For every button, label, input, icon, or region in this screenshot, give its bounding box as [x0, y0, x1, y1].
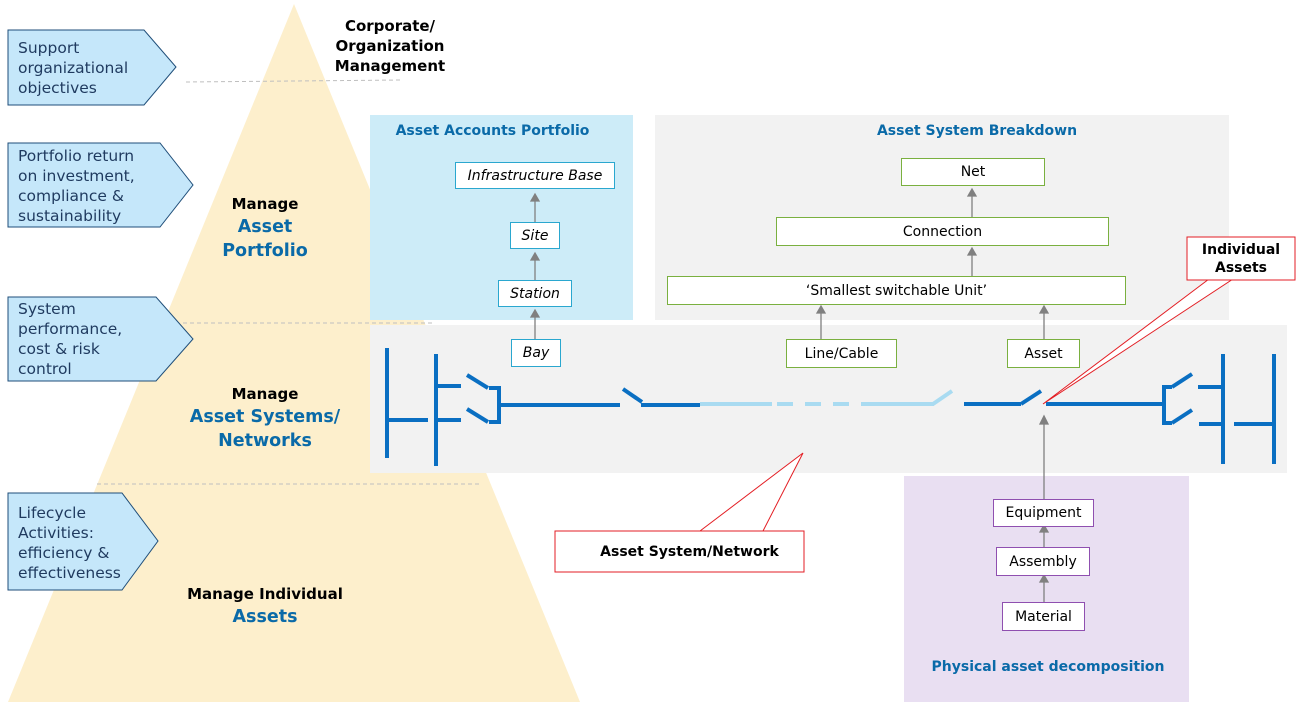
objective-arrow-shape — [7, 296, 194, 382]
objective-line: Activities: — [18, 524, 94, 542]
callout-line: Individual — [1201, 242, 1281, 258]
level-highlight: Networks — [218, 431, 312, 451]
callout-box-individual-assets — [1186, 236, 1296, 281]
node-smallest-switchable-unit[interactable]: ‘Smallest switchable Unit’ — [667, 276, 1126, 305]
open-switch — [931, 389, 954, 406]
node-material[interactable]: Material — [1002, 602, 1085, 631]
level-divider — [185, 79, 403, 83]
level-prefix: Manage Individual — [187, 585, 343, 603]
node-equipment[interactable]: Equipment — [993, 499, 1094, 527]
callout-individual-assets: Individual Assets — [1187, 238, 1295, 280]
level-highlight: Asset Systems/ — [189, 407, 341, 427]
level-highlight: Asset — [237, 217, 293, 237]
level-asset-portfolio: Manage Asset Portfolio — [190, 193, 340, 263]
node-asset[interactable]: Asset — [1007, 339, 1080, 368]
level-line: Organization — [335, 37, 445, 55]
callout-box-asset-system-network — [554, 530, 805, 573]
level-asset-systems: Manage Asset Systems/ Networks — [160, 383, 370, 453]
node-infrastructure-base[interactable]: Infrastructure Base — [455, 162, 615, 189]
node-connection[interactable]: Connection — [776, 217, 1109, 246]
node-site[interactable]: Site — [510, 222, 560, 249]
circuit-breaker-switch — [621, 387, 644, 404]
level-corporate: Corporate/ Organization Management — [320, 16, 460, 76]
level-line: Corporate/ — [344, 17, 436, 35]
asset-switch — [1019, 389, 1043, 406]
objective-label-portfolio: Portfolio return on investment, complian… — [18, 146, 135, 226]
node-bay[interactable]: Bay — [511, 339, 561, 367]
node-station[interactable]: Station — [498, 280, 572, 307]
objective-line: System — [18, 300, 76, 318]
objective-line: Portfolio return — [18, 147, 135, 165]
node-assembly[interactable]: Assembly — [996, 547, 1090, 576]
objective-arrow-shape — [7, 492, 159, 591]
physical-asset-decomposition-title: Physical asset decomposition — [931, 659, 1165, 675]
disconnector-switch — [1170, 408, 1194, 425]
pyramid — [8, 4, 580, 702]
node-net[interactable]: Net — [901, 158, 1045, 186]
disconnector-switch — [1170, 372, 1194, 389]
objective-line: effectiveness — [18, 564, 121, 582]
objective-line: control — [18, 360, 72, 378]
objective-line: organizational — [18, 59, 129, 77]
objective-line: objectives — [18, 79, 97, 97]
objective-line: performance, — [18, 320, 123, 338]
asset-system-breakdown-title: Asset System Breakdown — [876, 123, 1078, 139]
callout-line: Assets — [1214, 260, 1268, 276]
objective-label-lifecycle: Lifecycle Activities: efficiency & effec… — [18, 503, 121, 583]
objective-arrow-shape — [7, 142, 194, 228]
level-individual-assets: Manage Individual Assets — [160, 583, 370, 629]
disconnector-switch — [465, 373, 490, 390]
objective-label-system: System performance, cost & risk control — [18, 299, 122, 379]
level-prefix: Manage — [231, 195, 299, 213]
objective-line: cost & risk — [18, 340, 100, 358]
level-prefix: Manage — [231, 385, 299, 403]
network-schematic — [385, 348, 1276, 466]
hierarchy-connectors — [529, 187, 1050, 603]
objective-line: compliance & — [18, 187, 124, 205]
objective-line: on investment, — [18, 167, 135, 185]
level-highlight: Portfolio — [222, 241, 308, 261]
objective-line: sustainability — [18, 207, 122, 225]
objective-line: Lifecycle — [18, 504, 86, 522]
objective-line: efficiency & — [18, 544, 110, 562]
asset-accounts-portfolio-title: Asset Accounts Portfolio — [395, 123, 590, 139]
objective-line: Support — [18, 39, 80, 57]
objective-label-organizational: Support organizational objectives — [18, 38, 128, 98]
callout-asset-system-network: Asset System/Network — [600, 544, 779, 560]
level-highlight: Assets — [232, 607, 298, 627]
disconnector-switch — [465, 407, 490, 424]
node-line-cable[interactable]: Line/Cable — [786, 339, 897, 368]
objective-arrow-shape — [7, 29, 177, 106]
level-line: Management — [334, 57, 446, 75]
